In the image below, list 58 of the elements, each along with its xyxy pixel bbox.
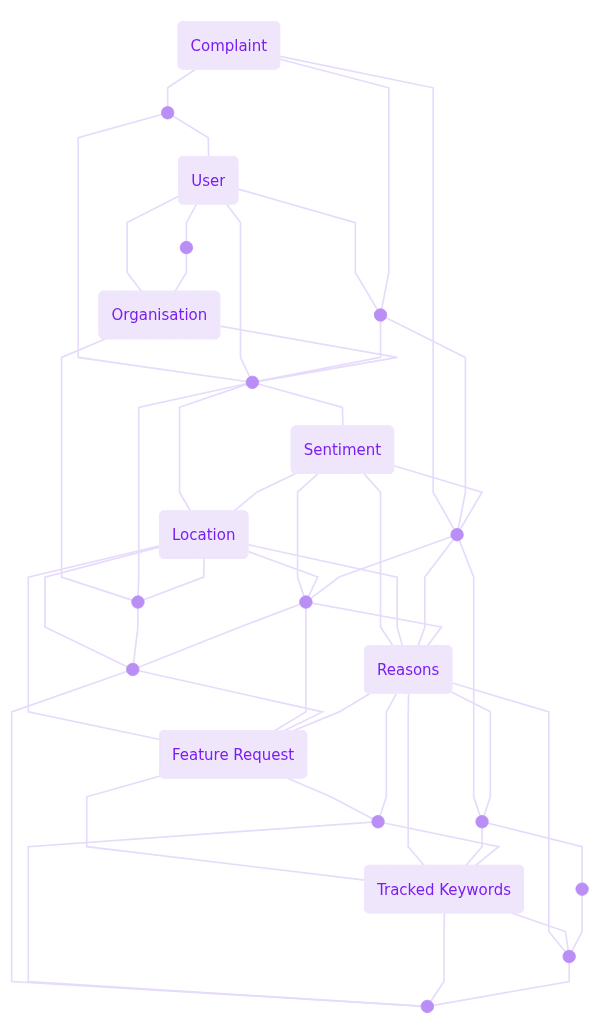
connector	[126, 195, 180, 293]
connector	[178, 383, 248, 512]
node-circle	[450, 527, 464, 542]
connector	[393, 464, 484, 530]
connector	[137, 382, 248, 597]
connector	[172, 115, 210, 158]
connector	[458, 539, 481, 817]
node-circle	[126, 662, 140, 676]
connector	[27, 544, 161, 741]
connector	[464, 826, 483, 867]
node-circle	[373, 308, 388, 322]
node-circle	[245, 375, 260, 389]
connector	[407, 692, 426, 867]
node-circle	[575, 882, 589, 896]
connector	[511, 912, 570, 951]
connector	[311, 602, 443, 647]
connector	[417, 538, 455, 647]
connector	[273, 607, 307, 732]
node-circle	[562, 949, 576, 963]
connector	[142, 557, 205, 601]
connector	[60, 338, 133, 601]
connector	[138, 669, 325, 732]
connector	[383, 821, 501, 867]
node-circle	[371, 814, 385, 829]
node-circle	[131, 595, 145, 609]
connector	[237, 188, 379, 311]
connector	[379, 692, 398, 817]
connector	[430, 912, 446, 1002]
connector	[225, 203, 251, 378]
connector	[44, 545, 161, 668]
node-circle	[420, 999, 435, 1013]
connector	[279, 58, 390, 310]
connector	[385, 316, 467, 530]
connector	[487, 822, 583, 884]
node-circle	[161, 105, 175, 120]
connector	[279, 55, 455, 530]
connector	[185, 203, 198, 242]
connector	[166, 68, 196, 108]
connector	[174, 252, 188, 293]
connector	[137, 603, 301, 668]
connector	[85, 774, 366, 881]
connector	[287, 777, 374, 820]
node-circle	[475, 814, 489, 829]
connector	[132, 607, 139, 664]
connector	[432, 961, 571, 1007]
node-circle	[179, 240, 194, 255]
connector	[247, 550, 319, 598]
connector	[363, 472, 394, 647]
connector	[247, 543, 404, 647]
connector	[451, 682, 567, 953]
connector	[450, 690, 492, 817]
connector	[77, 113, 247, 383]
connector	[571, 894, 583, 952]
connector	[310, 535, 453, 599]
connector	[219, 325, 398, 382]
connector	[296, 472, 319, 597]
node-circle	[299, 595, 313, 609]
connector	[232, 472, 296, 512]
